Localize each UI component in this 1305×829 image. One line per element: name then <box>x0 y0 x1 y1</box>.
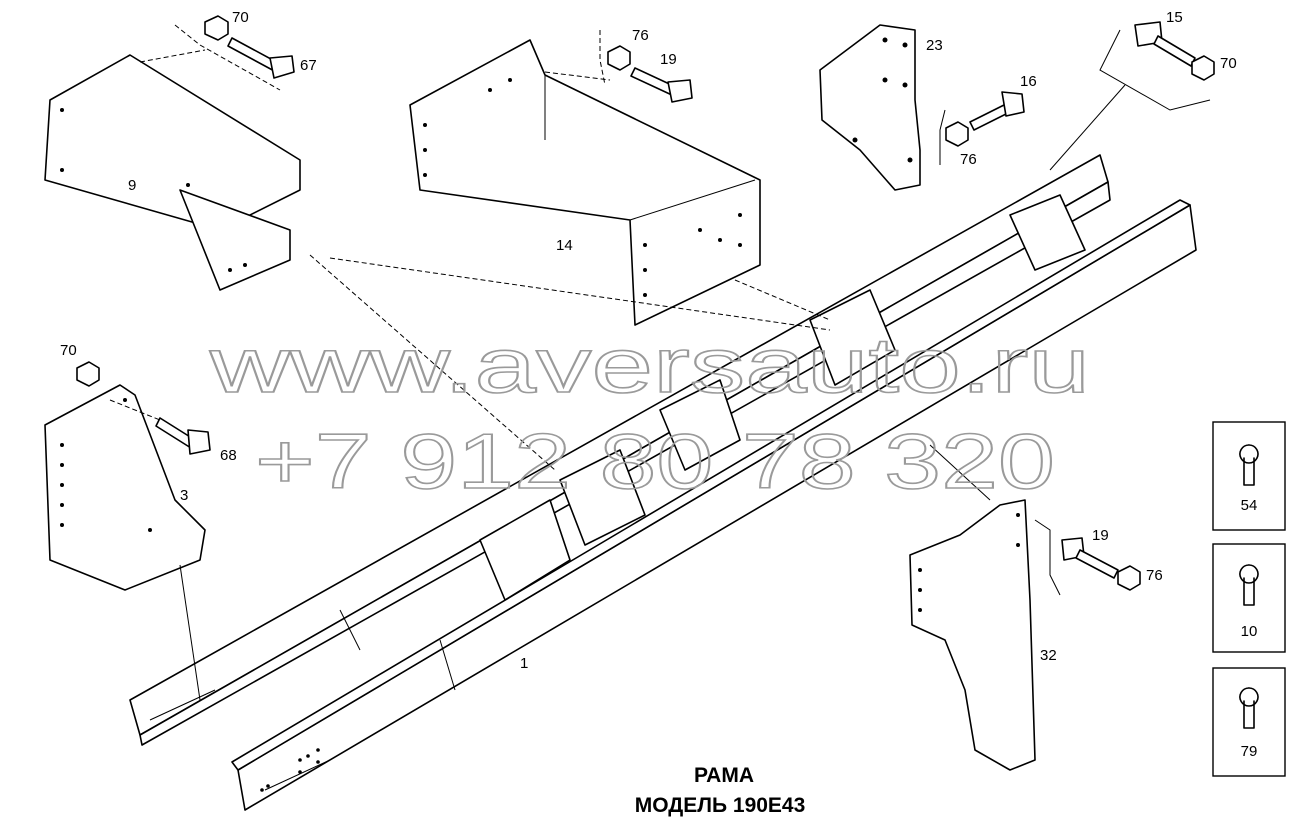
keyhole-icon <box>1239 687 1259 729</box>
bracket-upper <box>819 24 921 191</box>
legend-box-54: 54 <box>1212 421 1286 531</box>
callout-14: 14 <box>556 237 573 254</box>
fasteners <box>76 15 1215 591</box>
crossmember-front <box>44 54 301 291</box>
legend-box-79: 79 <box>1212 667 1286 777</box>
callout-70-left: 70 <box>60 342 77 359</box>
callout-15: 15 <box>1166 9 1183 26</box>
callout-76-c: 76 <box>1146 567 1163 584</box>
callout-9: 9 <box>128 177 136 194</box>
legend-label-79: 79 <box>1241 743 1258 760</box>
callout-23: 23 <box>926 37 943 54</box>
watermark-site: www.aversauto.ru <box>209 321 1090 409</box>
callout-3: 3 <box>180 487 188 504</box>
callout-76-a: 76 <box>632 27 649 44</box>
title-line-1: РАМА <box>694 764 754 787</box>
keyhole-icon <box>1239 564 1259 606</box>
bracket-rear <box>909 499 1036 771</box>
callout-19-b: 19 <box>1092 527 1109 544</box>
callout-1: 1 <box>520 655 528 672</box>
bracket-left <box>44 384 206 591</box>
callout-19-a: 19 <box>660 51 677 68</box>
legend-label-10: 10 <box>1241 623 1258 640</box>
title-line-2: МОДЕЛЬ 190Е43 <box>635 794 806 817</box>
callout-16: 16 <box>1020 73 1037 90</box>
callout-70-top: 70 <box>232 9 249 26</box>
leader-lines <box>109 24 1211 701</box>
crossmember-large <box>409 39 761 326</box>
callout-67: 67 <box>300 57 317 74</box>
watermark-phone: +7 912 80 78 320 <box>255 417 1055 505</box>
legend-box-10: 10 <box>1212 543 1286 653</box>
callout-76-b: 76 <box>960 151 977 168</box>
legend-label-54: 54 <box>1241 497 1258 514</box>
keyhole-icon <box>1239 444 1259 486</box>
callout-labels: 70 67 9 76 19 14 23 16 76 15 70 70 68 3 … <box>60 9 1237 672</box>
callout-70-right: 70 <box>1220 55 1237 72</box>
callout-32: 32 <box>1040 647 1057 664</box>
callout-68: 68 <box>220 447 237 464</box>
main-frame <box>129 154 1197 811</box>
